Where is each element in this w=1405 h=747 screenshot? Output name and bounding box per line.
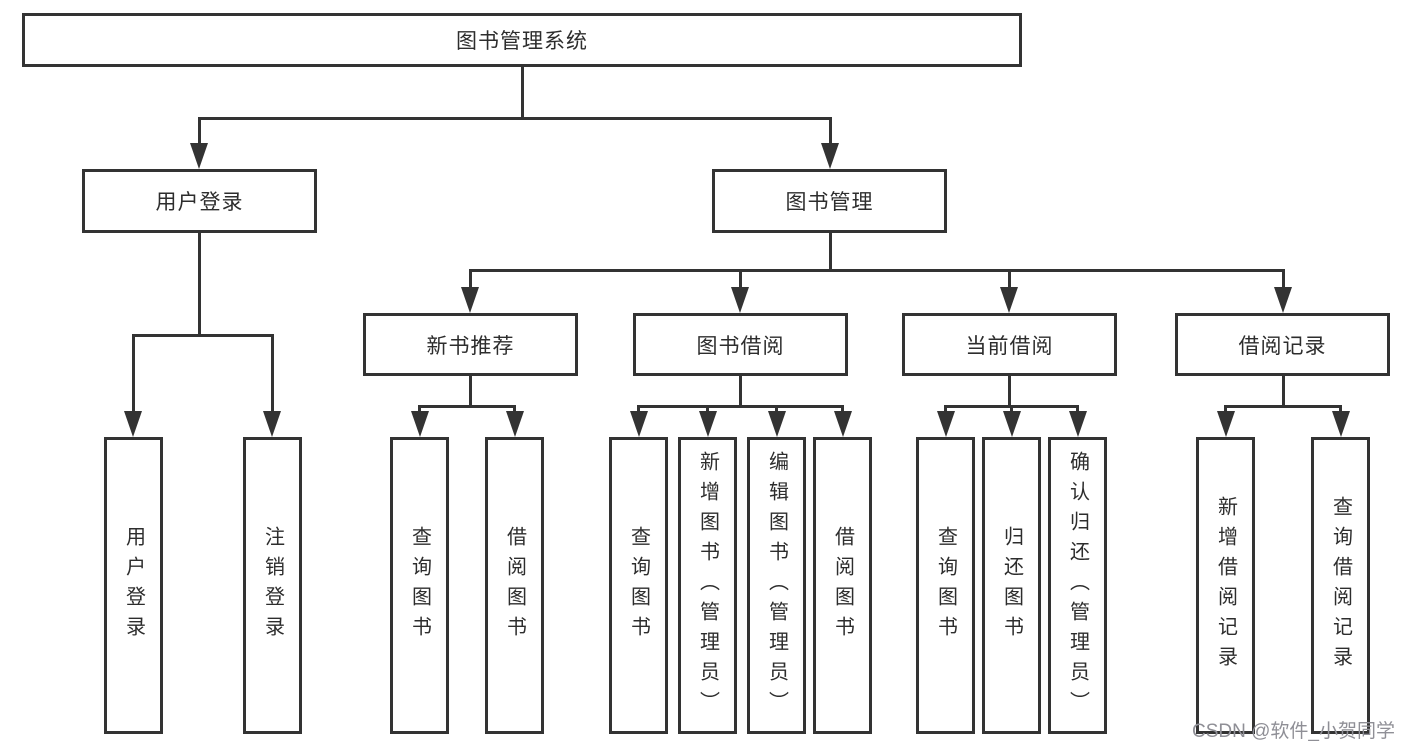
arrowhead-current-borrowing-icon [1000,287,1018,313]
leaf-query-borrow-record: 查询借阅记录 [1311,437,1370,734]
node-book-borrowing: 图书借阅 [633,313,848,376]
leaf-add-borrow-record: 新增借阅记录 [1196,437,1255,734]
node-new-book-recommend: 新书推荐 [363,313,578,376]
connector-new-book-rail [418,404,516,408]
connector-user-login-stub [197,233,201,336]
connector-drop-br-leaf2 [1339,406,1342,414]
arrowhead-user-login-icon [190,143,208,169]
leaf-edit-books-admin: 编辑图书（管理员） [747,437,806,734]
connector-drop-new-book [468,270,472,290]
arrowhead-bb-leaf4-icon [833,411,852,437]
connector-drop-cb-leaf1 [944,406,947,414]
csdn-watermark: CSDN @软件_小贺同学 [1192,721,1395,742]
arrowhead-book-borrowing-icon [731,287,749,313]
connector-book-borrowing-stub [738,376,742,407]
connector-drop-user-login [197,118,201,147]
connector-drop-login-leaf2 [270,335,274,414]
connector-drop-bb-leaf3 [775,406,778,414]
arrowhead-login-leaf1-icon [124,411,142,437]
arrowhead-nb-leaf2-icon [505,411,524,437]
leaf-query-books-recommend: 查询图书 [390,437,449,734]
connector-drop-borrowing-records [1281,270,1285,290]
leaf-borrow-books: 借阅图书 [813,437,872,734]
arrowhead-cb-leaf2-icon [1002,411,1021,437]
connector-drop-login-leaf1 [131,335,135,414]
connector-new-book-stub [468,376,472,407]
connector-book-management-stub [828,233,832,271]
arrowhead-bb-leaf1-icon [629,411,648,437]
arrowhead-cb-leaf3-icon [1068,411,1087,437]
node-root: 图书管理系统 [22,13,1022,67]
connector-level3-rail [468,268,1285,272]
connector-root-stub [520,67,524,119]
connector-drop-book-management [828,118,832,147]
connector-current-borrowing-stub [1007,376,1011,407]
connector-drop-book-borrowing [738,270,742,290]
connector-borrowing-records-rail [1224,404,1342,408]
connector-user-login-rail [131,333,274,337]
arrowhead-cb-leaf1-icon [936,411,955,437]
connector-drop-cb-leaf2 [1010,406,1013,414]
connector-drop-br-leaf1 [1224,406,1227,414]
leaf-return-books: 归还图书 [982,437,1041,734]
connector-drop-nb-leaf1 [418,406,421,414]
node-current-borrowing: 当前借阅 [902,313,1117,376]
connector-drop-nb-leaf2 [513,406,516,414]
node-book-management: 图书管理 [712,169,947,233]
arrowhead-bb-leaf2-icon [698,411,717,437]
connector-drop-bb-leaf1 [637,406,640,414]
connector-book-borrowing-rail [637,404,844,408]
leaf-confirm-return-admin: 确认归还（管理员） [1048,437,1107,734]
arrowhead-br-leaf2-icon [1331,411,1350,437]
leaf-query-books-current: 查询图书 [916,437,975,734]
connector-drop-current-borrowing [1007,270,1011,290]
connector-level2-rail [197,116,832,120]
leaf-user-login: 用户登录 [104,437,163,734]
arrowhead-br-leaf1-icon [1216,411,1235,437]
arrowhead-borrowing-records-icon [1274,287,1292,313]
arrowhead-nb-leaf1-icon [410,411,429,437]
arrowhead-login-leaf2-icon [263,411,281,437]
connector-drop-bb-leaf2 [706,406,709,414]
arrowhead-bb-leaf3-icon [767,411,786,437]
connector-drop-cb-leaf3 [1076,406,1079,414]
node-user-login: 用户登录 [82,169,317,233]
leaf-logout: 注销登录 [243,437,302,734]
leaf-query-books-borrowing: 查询图书 [609,437,668,734]
arrowhead-book-management-icon [821,143,839,169]
leaf-borrow-books-recommend: 借阅图书 [485,437,544,734]
node-borrowing-records: 借阅记录 [1175,313,1390,376]
leaf-add-books-admin: 新增图书（管理员） [678,437,737,734]
connector-borrowing-records-stub [1281,376,1285,407]
connector-drop-bb-leaf4 [841,406,844,414]
arrowhead-new-book-icon [461,287,479,313]
